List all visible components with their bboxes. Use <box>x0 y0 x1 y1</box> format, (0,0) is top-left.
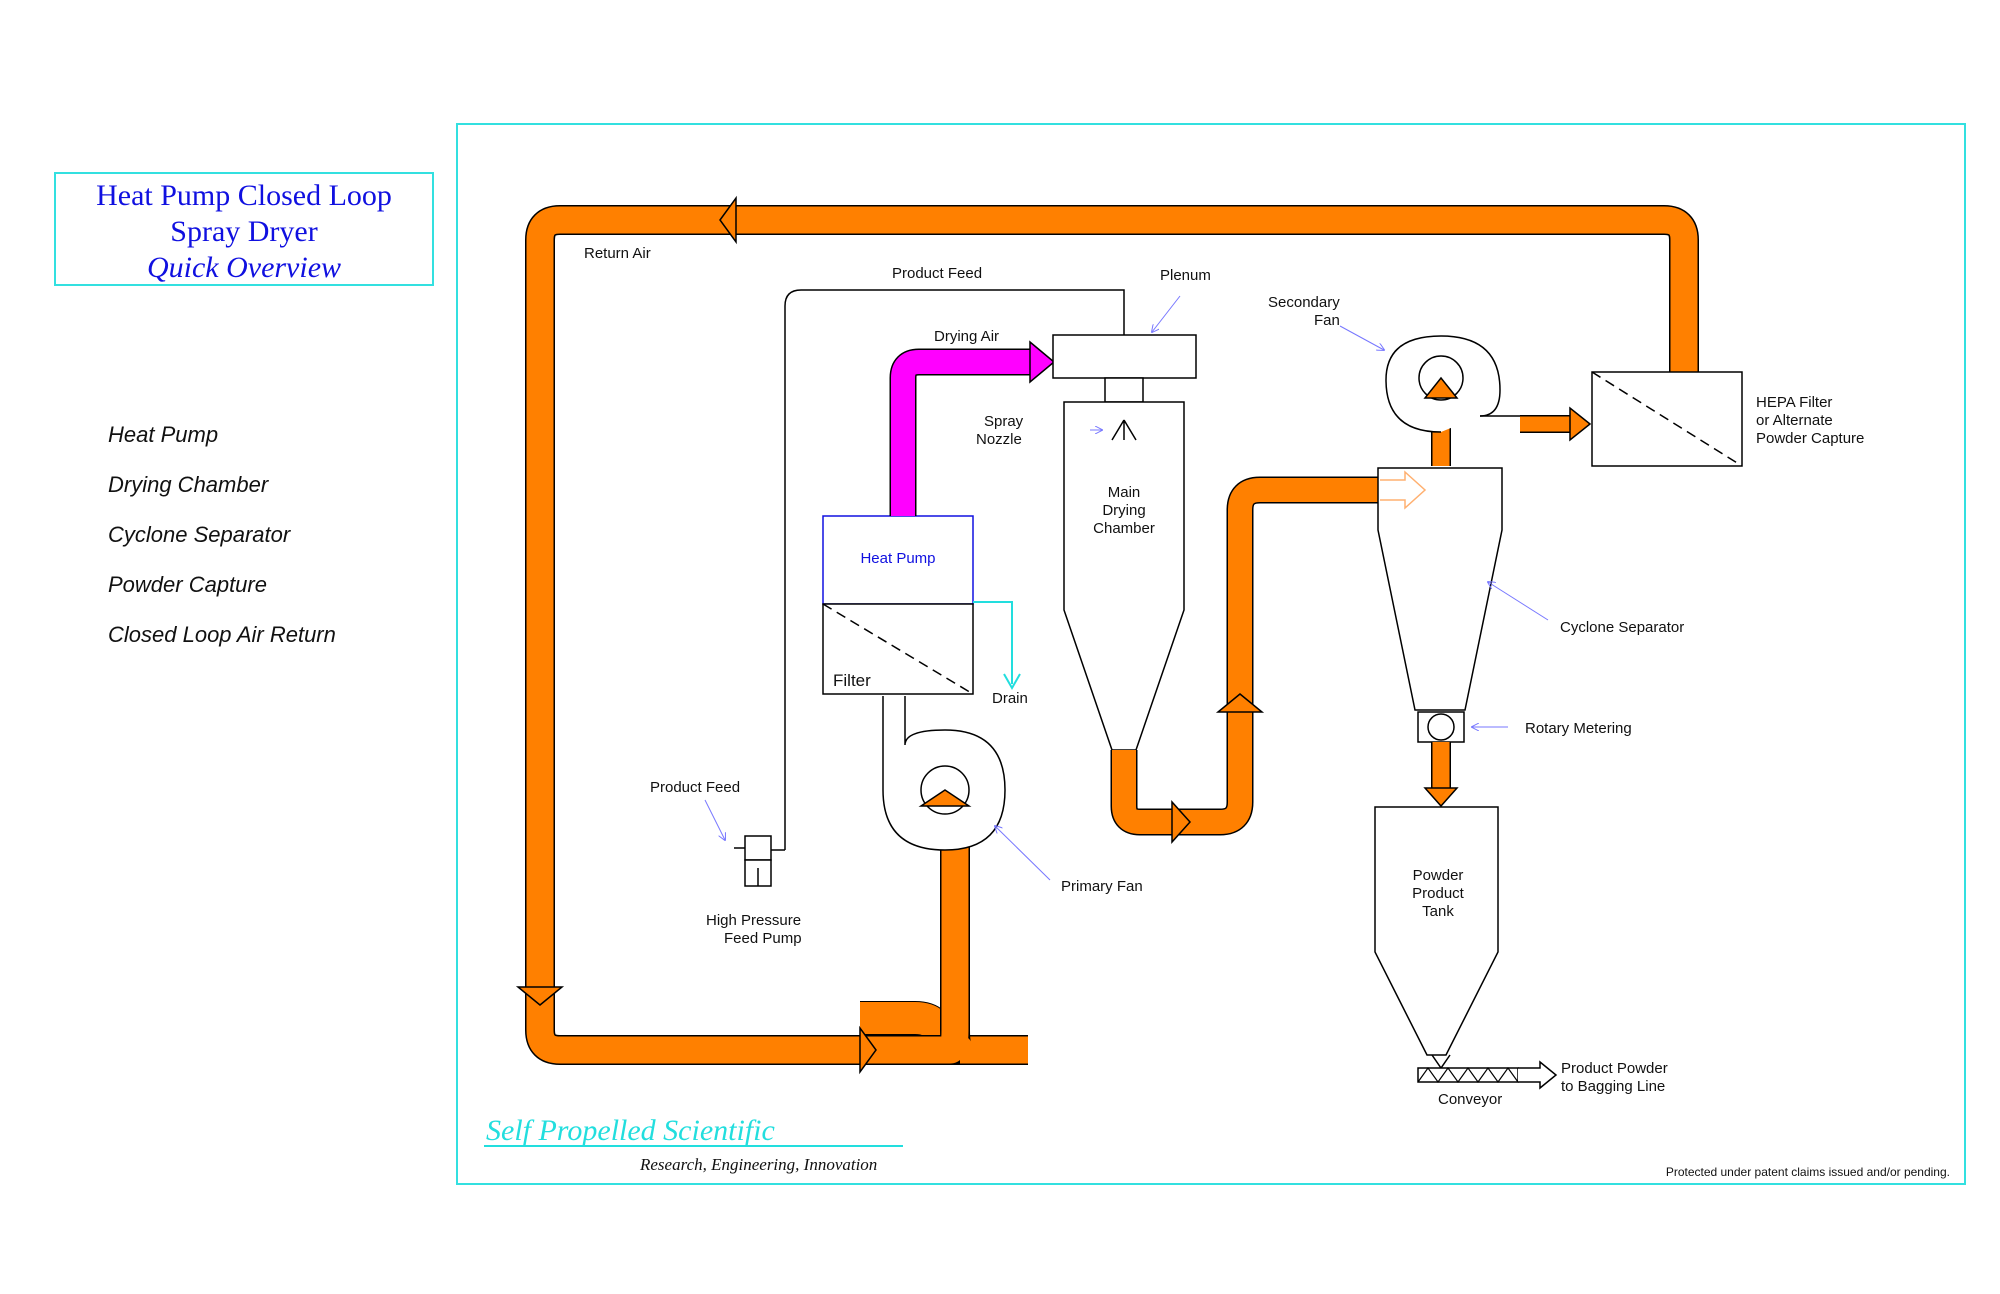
spray-nozzle <box>1111 419 1137 441</box>
label-secondary-fan-1: Secondary <box>1268 294 1340 311</box>
label-primary-fan: Primary Fan <box>1061 878 1143 895</box>
step-powder-capture: Powder Capture <box>108 572 267 597</box>
label-plenum: Plenum <box>1160 267 1211 284</box>
label-bagging-2: to Bagging Line <box>1561 1078 1665 1095</box>
heat-pump-box <box>822 515 974 605</box>
drain-arrow <box>1003 673 1021 691</box>
return-air-duct <box>515 195 1699 1075</box>
label-drain: Drain <box>992 690 1028 707</box>
label-chamber-2: Drying <box>1102 502 1145 519</box>
label-chamber-1: Main <box>1108 484 1141 501</box>
label-heat-pump: Heat Pump <box>860 550 935 567</box>
label-hepa-2: or Alternate <box>1756 412 1833 429</box>
step-drying-chamber: Drying Chamber <box>108 472 269 497</box>
cyclone-inlet-arrow <box>1380 470 1427 510</box>
title-line-3: Quick Overview <box>146 251 342 284</box>
label-spray-nozzle-2: Nozzle <box>976 431 1022 448</box>
process-steps-list: Heat Pump Drying Chamber Cyclone Separat… <box>108 410 336 660</box>
label-pump-1: High Pressure <box>706 912 801 929</box>
plenum-box <box>1052 334 1197 379</box>
label-tank-2: Product <box>1412 885 1465 902</box>
label-tank-1: Powder <box>1413 867 1464 884</box>
label-bagging-1: Product Powder <box>1561 1060 1668 1077</box>
label-pump-2: Feed Pump <box>724 930 802 947</box>
title-box: Heat Pump Closed Loop Spray Dryer Quick … <box>54 172 434 286</box>
return-arrow-bottom <box>859 1025 877 1075</box>
drain-line <box>973 601 1013 684</box>
chamber-outlet-duct <box>1110 476 1380 844</box>
label-product-feed-left: Product Feed <box>650 779 740 796</box>
return-arrow-left <box>515 986 565 1006</box>
rotary-rotor <box>1427 713 1455 741</box>
return-arrow-top <box>719 195 737 245</box>
label-return-air: Return Air <box>584 245 651 262</box>
label-cyclone-separator: Cyclone Separator <box>1560 619 1684 636</box>
brand-tagline: Research, Engineering, Innovation <box>639 1155 877 1174</box>
step-cyclone-separator: Cyclone Separator <box>108 522 291 547</box>
product-feed-line <box>784 289 1125 850</box>
primary-fan-arrow <box>918 789 972 807</box>
patent-notice: Protected under patent claims issued and… <box>1666 1165 1950 1179</box>
filter-media <box>822 603 974 695</box>
title-line-1: Heat Pump Closed Loop <box>96 179 392 212</box>
primary-fan <box>882 696 1006 851</box>
label-tank-3: Tank <box>1422 903 1454 920</box>
diagram-frame <box>456 123 1966 1185</box>
high-pressure-pump <box>734 835 772 887</box>
label-conveyor: Conveyor <box>1438 1091 1502 1108</box>
title-line-2: Spray Dryer <box>170 215 318 248</box>
label-filter: Filter <box>833 671 871 690</box>
plenum-neck <box>1104 377 1144 403</box>
label-hepa-1: HEPA Filter <box>1756 394 1832 411</box>
label-chamber-3: Chamber <box>1093 520 1155 537</box>
metering-outlet-duct <box>1423 742 1459 808</box>
conveyor <box>1417 1060 1558 1090</box>
label-drying-air: Drying Air <box>934 328 999 345</box>
label-secondary-fan-2: Fan <box>1314 312 1340 329</box>
cyclone-separator <box>1377 467 1503 711</box>
label-hepa-3: Powder Capture <box>1756 430 1864 447</box>
label-spray-nozzle-1: Spray <box>984 413 1024 430</box>
label-product-feed-top: Product Feed <box>892 265 982 282</box>
label-rotary-metering: Rotary Metering <box>1525 720 1632 737</box>
step-closed-loop-air-return: Closed Loop Air Return <box>108 622 336 647</box>
hepa-inlet-duct <box>1520 406 1592 442</box>
step-heat-pump: Heat Pump <box>108 422 219 447</box>
brand-name: Self Propelled Scientific <box>486 1114 775 1147</box>
main-drying-chamber <box>1063 401 1185 751</box>
powder-product-tank <box>1374 806 1499 1056</box>
hepa-filter-media <box>1591 371 1743 467</box>
drying-air-duct <box>889 340 1056 516</box>
